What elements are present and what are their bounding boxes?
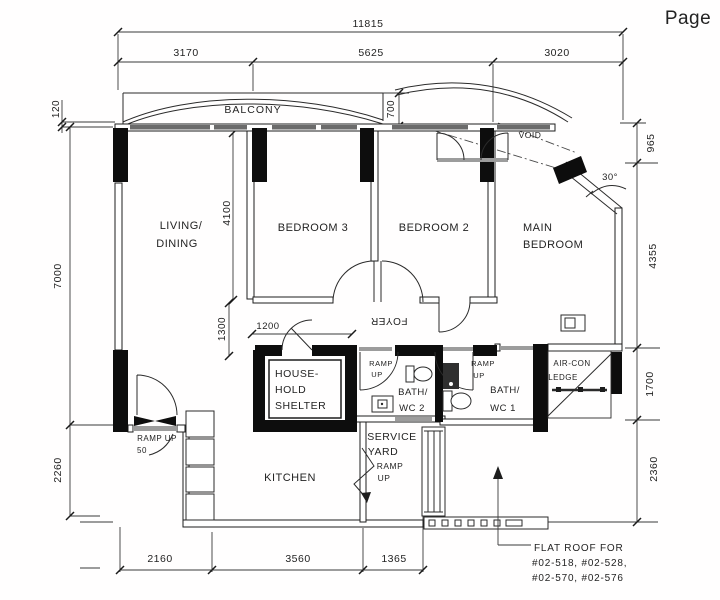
bedroom2-door	[380, 260, 424, 303]
room-label-bedroom2: BEDROOM 2	[399, 222, 470, 234]
room-label-shelter-1: HOUSE-	[275, 368, 319, 380]
flat-roof-arrow	[493, 466, 531, 546]
dim-bottom-1: 2160	[147, 553, 172, 565]
room-label-bath1-2: WC 1	[490, 403, 516, 414]
ramp-label-entry: RAMP UP	[137, 434, 177, 443]
dim-4100: 4100	[221, 200, 233, 225]
dim-2260: 2260	[52, 457, 64, 482]
room-label-bath2-2: WC 2	[399, 403, 425, 414]
dim-7000: 7000	[52, 263, 64, 288]
bath2-door	[359, 351, 399, 391]
sink-icon-wc2	[371, 395, 394, 413]
ramp-label-wc2-2: UP	[371, 370, 382, 379]
dim-top-3: 3020	[544, 47, 569, 59]
dim-700: 700	[386, 100, 397, 118]
room-label-shelter-3: SHELTER	[275, 400, 326, 412]
room-label-shelter-2: HOLD	[275, 384, 306, 396]
balcony-outline	[122, 82, 573, 127]
ramp-label-sy-1: RAMP	[377, 461, 404, 471]
structural-columns	[113, 128, 622, 432]
flat-roof-note-2: #02-518, #02-528,	[532, 558, 627, 569]
room-label-living-2: DINING	[156, 238, 198, 250]
room-label-void: VOID	[519, 130, 542, 140]
dim-total-width: 11815	[353, 18, 384, 30]
dim-2360: 2360	[648, 456, 660, 481]
room-label-foyer: FOYER	[371, 315, 408, 326]
service-ramp-arrow	[353, 447, 375, 503]
room-label-service-1: SERVICE	[367, 431, 416, 443]
toilet-icon-wc1	[442, 390, 472, 412]
dimension-lines	[57, 27, 660, 575]
dim-top-2: 5625	[358, 47, 383, 59]
dim-bottom-3: 1365	[381, 553, 406, 565]
dim-120: 120	[51, 100, 62, 118]
dim-bottom-2: 3560	[285, 553, 310, 565]
room-label-aircon-2: LEDGE	[548, 373, 578, 382]
bedroom3-door	[332, 260, 375, 303]
aircon-ledge-rail	[547, 350, 612, 419]
shelter-door	[281, 319, 313, 351]
shelter-inner-box	[268, 359, 342, 419]
ramp-label-sy-2: UP	[378, 473, 391, 483]
toilet-icon-wc2	[405, 365, 433, 383]
angle-label: 30°	[602, 172, 618, 183]
flat-roof-note-3: #02-570, #02-576	[532, 573, 624, 584]
ramp-label-wc2-1: RAMP	[369, 359, 393, 368]
room-label-balcony: BALCONY	[224, 104, 281, 116]
sink-icon-wc1	[443, 363, 459, 389]
room-label-bath1-1: BATH/	[490, 385, 520, 396]
angle-arc	[585, 184, 627, 198]
room-label-bedroom3: BEDROOM 3	[278, 222, 349, 234]
dim-1200: 1200	[256, 321, 279, 332]
flat-roof-note-1: FLAT ROOF FOR	[534, 543, 623, 554]
room-label-main-2: BEDROOM	[523, 239, 583, 251]
service-yard-rack	[421, 426, 446, 517]
main-bedroom-cabinet	[560, 314, 586, 332]
flat-roof-parapet	[423, 516, 549, 530]
room-label-aircon-1: AIR-CON	[553, 359, 590, 368]
page-label: Page	[665, 8, 711, 29]
dim-top-1: 3170	[173, 47, 198, 59]
room-label-kitchen: KITCHEN	[264, 472, 316, 484]
windows-and-thresholds	[130, 125, 550, 431]
ramp-label-wc1-2: UP	[473, 371, 484, 380]
dim-4355: 4355	[647, 243, 659, 268]
room-label-service-2: YARD	[368, 446, 398, 458]
fixtures	[185, 184, 627, 546]
dim-1700: 1700	[644, 371, 656, 396]
void-casement-windows	[436, 132, 509, 161]
entrance-door	[136, 374, 178, 456]
dim-1300: 1300	[217, 317, 228, 341]
room-label-main-1: MAIN	[523, 222, 553, 234]
kitchen-cabinets	[185, 410, 215, 521]
ramp-label-wc1-1: RAMP	[471, 359, 495, 368]
main-bedroom-door	[438, 300, 471, 333]
room-label-bath2-1: BATH/	[398, 387, 428, 398]
dim-965: 965	[645, 133, 657, 152]
room-label-living-1: LIVING/	[160, 220, 203, 232]
door-swings	[136, 132, 509, 456]
ramp-label-entry-value: 50	[137, 446, 147, 455]
